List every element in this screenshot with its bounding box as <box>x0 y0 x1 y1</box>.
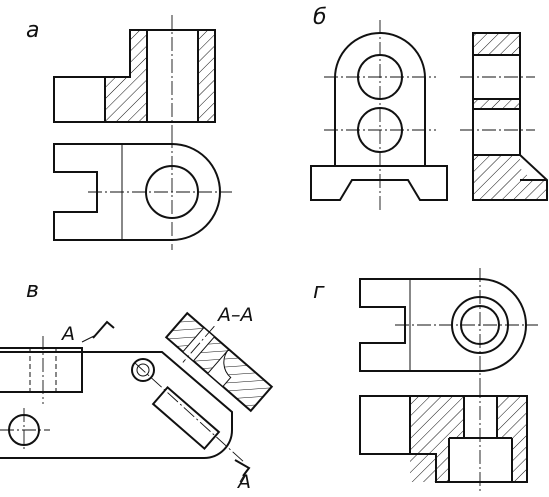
a-top-outline <box>53 143 221 241</box>
v-part-view <box>0 336 246 464</box>
b-hatch-upper-base <box>473 155 520 168</box>
v-mark-a-top: А <box>60 323 75 345</box>
g-front-section <box>359 384 528 492</box>
b-hatch-lower-base <box>473 168 547 200</box>
v-section-title: А–А <box>216 304 254 326</box>
a-hatch-right <box>198 30 215 122</box>
panel-label-v: в <box>26 278 39 303</box>
panel-b: б <box>310 5 548 210</box>
g-hatch-left-lower <box>410 438 449 482</box>
panel-a: а <box>26 15 232 250</box>
v-hole-small-inner <box>136 363 150 377</box>
panel-g: г <box>313 268 538 492</box>
v-slot <box>151 385 221 451</box>
v-arrow-bottom <box>239 471 247 483</box>
a-front-outline <box>53 29 216 123</box>
g-top-view <box>359 268 538 384</box>
v-section-marks: А А <box>60 320 251 493</box>
panel-v: в А А <box>0 278 274 493</box>
b-hatch-middle <box>473 99 520 109</box>
b-hatch-top <box>473 33 520 55</box>
g-top-outline <box>359 278 527 372</box>
v-mark-a-bottom: А <box>236 471 251 492</box>
g-hatch-right-lower <box>512 438 527 482</box>
a-hatch-left-lower <box>105 77 147 122</box>
a-hatch-left-upper <box>130 30 147 77</box>
v-boss-outline <box>0 347 83 393</box>
g-hatch-left-upper <box>410 396 464 438</box>
v-cut-mark-top <box>92 320 115 339</box>
a-top-view <box>53 134 232 250</box>
g-hatch-right-upper <box>497 396 527 438</box>
panel-label-g: г <box>313 279 325 304</box>
g-front-outline <box>359 395 528 483</box>
v-arrow-top <box>81 335 95 343</box>
v-hole-small-outer <box>131 358 155 382</box>
b-front-view <box>310 20 448 210</box>
v-cutting-plane-line <box>134 362 246 464</box>
b-side-section <box>460 32 548 201</box>
panel-label-b: б <box>313 5 327 30</box>
panel-label-a: а <box>26 18 39 43</box>
v-section-aa: А–А <box>164 304 274 413</box>
a-front-view <box>53 15 216 134</box>
b-base-outline <box>310 165 448 201</box>
